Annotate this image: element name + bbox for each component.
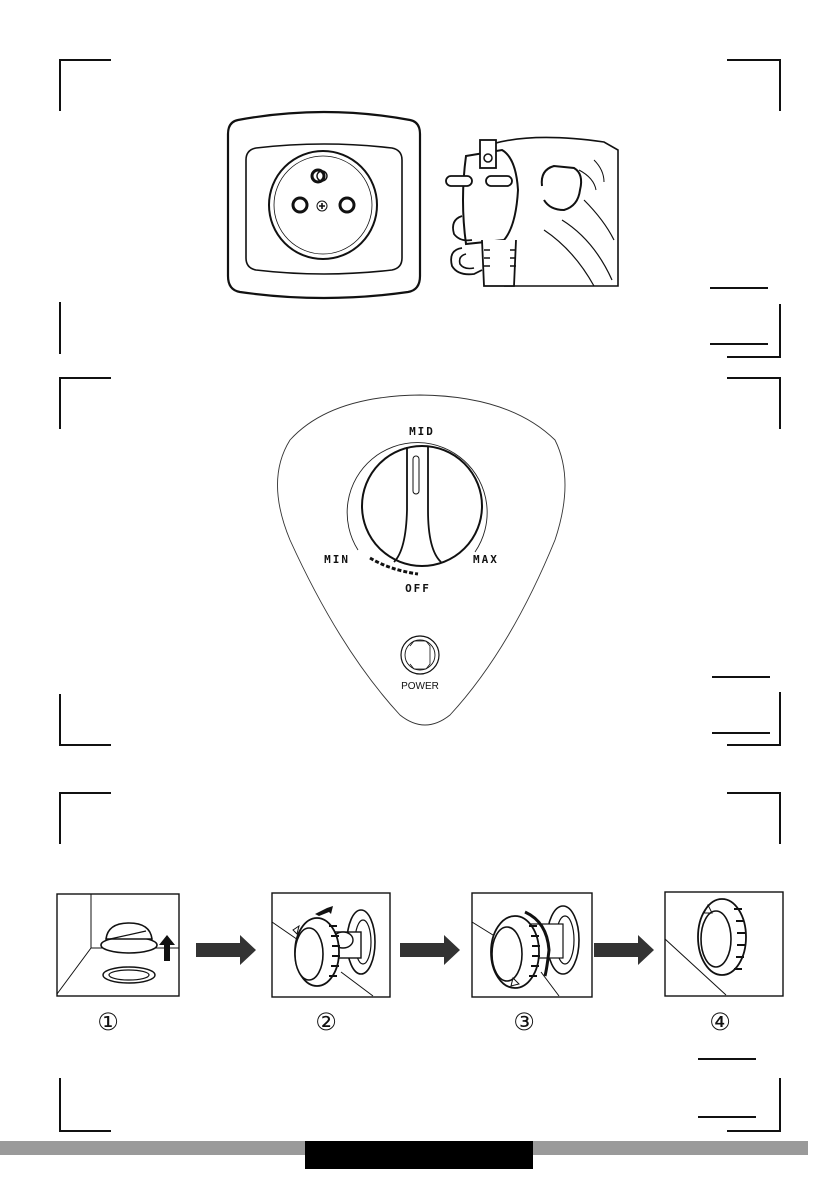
- socket-illustration: [226, 110, 422, 300]
- power-label: POWER: [401, 681, 439, 692]
- crop-mark: [710, 287, 768, 289]
- crop-mark: [710, 343, 768, 345]
- crop-mark: [779, 1078, 781, 1132]
- socket-hole-left: [291, 196, 309, 214]
- crop-mark: [59, 59, 111, 61]
- step-2-number: ②: [315, 1008, 337, 1036]
- crop-mark: [59, 59, 61, 111]
- step-3-illustration: [471, 892, 593, 998]
- crop-mark: [59, 792, 61, 844]
- power-button: [400, 635, 440, 675]
- crop-mark: [59, 744, 111, 746]
- next-arrow-icon: [196, 935, 256, 965]
- step-1-illustration: [56, 893, 180, 997]
- arrow-left-icon: [315, 906, 333, 916]
- svg-text:④: ④: [709, 1008, 731, 1036]
- step-3-number: ③: [513, 1008, 535, 1036]
- svg-text:②: ②: [315, 1008, 337, 1036]
- crop-mark: [712, 732, 770, 734]
- thermostat-knob: [361, 445, 483, 567]
- knob-label-mid: MID: [409, 425, 435, 438]
- step-4-number: ④: [709, 1008, 731, 1036]
- crop-mark: [779, 692, 781, 746]
- crop-mark: [727, 1130, 781, 1132]
- crop-mark: [779, 792, 781, 844]
- plug-in-hand-illustration: [445, 136, 619, 287]
- socket-hole-right: [338, 196, 356, 214]
- svg-text:③: ③: [513, 1008, 535, 1036]
- control-panel-illustration: MID MIN MAX OFF POWER: [277, 394, 566, 726]
- crop-mark: [59, 377, 61, 429]
- crop-mark: [59, 302, 61, 354]
- svg-text:①: ①: [97, 1008, 119, 1036]
- crop-mark: [727, 792, 781, 794]
- crop-mark: [779, 304, 781, 358]
- crop-mark: [59, 1130, 111, 1132]
- crop-mark: [59, 1078, 61, 1132]
- earth-pin-icon: [310, 168, 326, 184]
- crop-mark: [698, 1116, 756, 1118]
- next-arrow-icon: [594, 935, 654, 965]
- next-arrow-icon: [400, 935, 460, 965]
- knob-label-off: OFF: [405, 582, 431, 595]
- arrow-up-icon: [159, 935, 175, 961]
- crop-mark: [727, 377, 781, 379]
- crop-mark: [698, 1058, 756, 1060]
- step-1-number: ①: [97, 1008, 119, 1036]
- step-4-illustration: [664, 891, 784, 997]
- crop-mark: [727, 356, 781, 358]
- crop-mark: [779, 377, 781, 429]
- crop-mark: [59, 792, 111, 794]
- knob-label-max: MAX: [473, 553, 499, 566]
- crop-mark: [727, 744, 781, 746]
- crop-mark: [712, 676, 770, 678]
- off-range-indicator: [369, 556, 419, 576]
- step-2-illustration: [271, 892, 391, 998]
- footer-page-block: [305, 1141, 533, 1169]
- crop-mark: [59, 694, 61, 746]
- crop-mark: [779, 59, 781, 111]
- crop-mark: [59, 377, 111, 379]
- rotate-arrow-icon: [524, 910, 551, 977]
- crop-mark: [727, 59, 781, 61]
- knob-label-min: MIN: [324, 553, 350, 566]
